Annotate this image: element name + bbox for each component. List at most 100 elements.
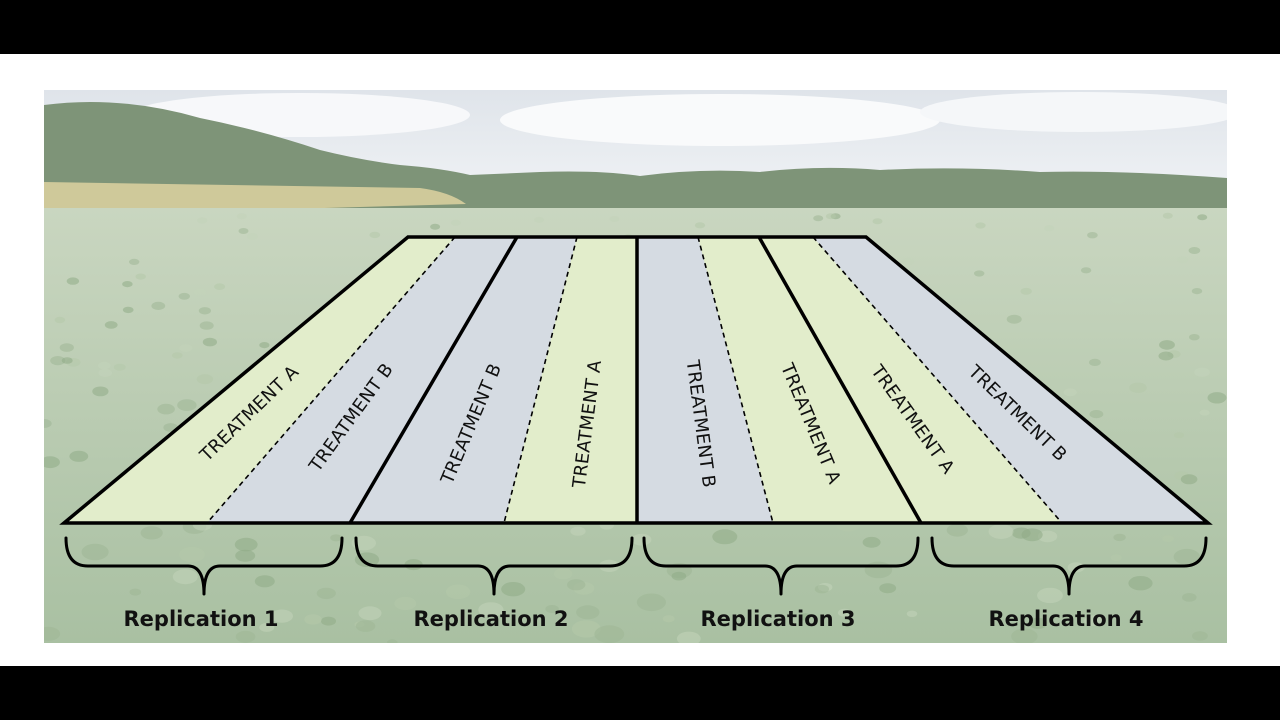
leaf xyxy=(172,569,198,585)
leaf xyxy=(671,571,687,581)
leaf xyxy=(1110,554,1122,562)
leaf xyxy=(567,579,586,591)
leaf xyxy=(304,614,322,625)
leaf xyxy=(246,233,258,240)
leaf xyxy=(799,613,812,621)
leaf xyxy=(113,363,126,371)
leaf xyxy=(316,587,336,600)
leaf xyxy=(1110,295,1125,304)
leaf xyxy=(576,605,600,620)
leaf xyxy=(988,524,1014,539)
leaf xyxy=(450,219,461,226)
leaf xyxy=(1129,382,1147,393)
leaf xyxy=(202,337,217,347)
leaf xyxy=(98,361,111,370)
leaf xyxy=(975,222,986,229)
leaf xyxy=(235,630,256,643)
replication-boundary xyxy=(757,236,923,524)
leaf xyxy=(151,301,166,310)
leaf xyxy=(1080,267,1092,274)
leaf xyxy=(1192,631,1208,641)
plot-strip-treatment-a xyxy=(64,237,455,523)
leaf xyxy=(44,626,61,641)
leaf xyxy=(1084,615,1103,627)
tree-line xyxy=(44,101,1227,212)
leaf xyxy=(872,218,883,225)
leaf xyxy=(54,316,66,324)
leaf xyxy=(906,610,918,617)
leaf xyxy=(122,306,134,314)
leaf xyxy=(198,307,211,315)
leaf xyxy=(946,523,968,537)
leaf xyxy=(330,534,342,542)
leaf xyxy=(1006,314,1022,324)
leaf xyxy=(1188,247,1201,254)
cloud xyxy=(500,94,940,146)
leaf xyxy=(1173,548,1201,565)
leaf xyxy=(236,213,247,220)
treatment-boundary xyxy=(503,236,578,524)
leaf xyxy=(1089,410,1104,419)
leaf xyxy=(122,281,133,288)
leaf xyxy=(553,568,573,580)
leaf xyxy=(1020,287,1032,295)
replication-braces xyxy=(64,536,1208,596)
leaf xyxy=(862,536,881,548)
plot-strip-treatment-a xyxy=(698,237,921,523)
leaf xyxy=(1037,530,1058,543)
leaf xyxy=(676,631,701,643)
replication-label: Replication 4 xyxy=(989,607,1144,631)
leaf xyxy=(545,605,559,613)
leaf xyxy=(1113,533,1126,542)
leaf xyxy=(662,615,675,623)
leaf xyxy=(140,526,163,540)
leaf xyxy=(235,549,256,562)
leaf xyxy=(1063,388,1077,397)
leaf xyxy=(694,222,706,229)
leaf xyxy=(238,228,249,234)
leaf xyxy=(864,561,893,579)
leaf xyxy=(321,616,336,626)
leaf xyxy=(609,216,620,222)
plot-strips xyxy=(64,237,1208,523)
leaf xyxy=(254,575,275,588)
leaf xyxy=(177,399,197,411)
leaf xyxy=(259,622,275,632)
leaf xyxy=(179,344,193,352)
leaf xyxy=(902,257,915,266)
leaf xyxy=(1191,288,1203,295)
leaf xyxy=(369,231,381,239)
leaf xyxy=(66,277,80,285)
leaf xyxy=(196,374,214,385)
plot-strip-treatment-a xyxy=(504,237,637,523)
replication-boundary xyxy=(348,236,519,524)
plot-strip-treatment-a xyxy=(759,237,1062,523)
leaf xyxy=(157,403,175,415)
leaf xyxy=(270,609,293,623)
leaf xyxy=(1021,528,1043,542)
leaf xyxy=(387,639,398,643)
replication-brace xyxy=(64,536,344,596)
leaf xyxy=(501,582,526,597)
leaf xyxy=(571,620,601,638)
leaf xyxy=(631,533,652,546)
leaf xyxy=(813,215,824,222)
leaf xyxy=(129,258,140,265)
leaf xyxy=(1173,432,1185,439)
corn-field xyxy=(44,182,466,216)
leaf xyxy=(81,543,109,561)
leaf xyxy=(1177,256,1189,264)
leaf xyxy=(445,584,471,600)
replication-brace xyxy=(354,536,634,596)
leaf xyxy=(193,288,207,297)
replication-brace xyxy=(642,536,920,596)
treatment-boundary xyxy=(206,236,456,524)
leaf xyxy=(44,419,52,428)
leaf xyxy=(1044,225,1055,232)
leaf xyxy=(69,450,89,462)
replication-label: Replication 1 xyxy=(124,607,279,631)
plot-strip-treatment-b xyxy=(637,237,773,523)
leaf xyxy=(1207,392,1227,404)
leaf xyxy=(1162,535,1174,543)
